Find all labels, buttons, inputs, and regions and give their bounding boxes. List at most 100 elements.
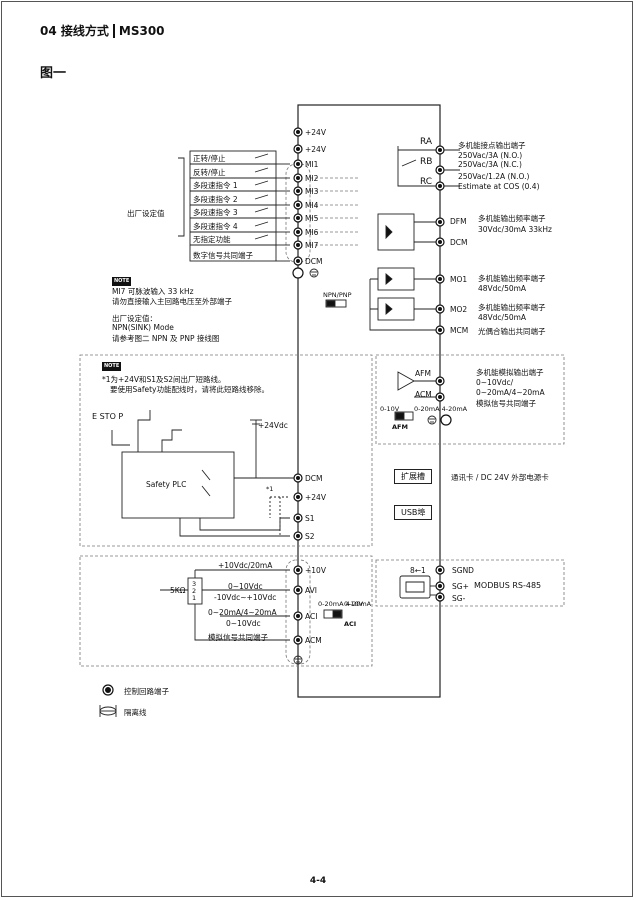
di-function-box	[189, 150, 277, 262]
note-line: 请勿直接输入主回路电压至外部端子	[112, 297, 232, 306]
mo1-desc: 48Vdc/50mA	[478, 284, 527, 293]
factory-line: 请参考图二 NPN 及 PNP 接线图	[112, 334, 220, 343]
terminal-label: ACM	[305, 636, 322, 645]
short-mark: *1	[266, 485, 274, 493]
terminal-label: MO2	[450, 305, 468, 314]
modbus-label: MODBUS RS-485	[474, 581, 542, 590]
terminal-label: MI5	[305, 214, 319, 223]
terminal-label: MI6	[305, 228, 319, 237]
terminal-label: MI7	[305, 241, 319, 250]
di-function-label: 反转/停止	[193, 168, 226, 177]
note-badge: NOTE	[112, 277, 132, 286]
aci-switch-right: 0-10V	[344, 600, 364, 608]
mo1-desc: 多机能输出频率端子	[478, 274, 546, 283]
factory-default-label: 出厂设定值	[127, 209, 165, 218]
terminal-label: DCM	[305, 257, 323, 266]
terminal-label: MO1	[450, 275, 468, 284]
page-number: 4-4	[309, 876, 327, 886]
pot-pin: 1	[192, 594, 197, 602]
ai-label: -10Vdc~+10Vdc	[214, 593, 277, 602]
relay-desc: 250Vac/1.2A (N.O.)	[458, 172, 530, 181]
afm-desc: 模拟信号共同端子	[476, 399, 536, 408]
rj45-pin-order: 8←1	[410, 566, 426, 575]
terminal-label: AVI	[305, 586, 317, 595]
factory-line: NPN(SINK) Mode	[112, 323, 174, 332]
estop-label: E STO P	[92, 412, 124, 421]
figure-title: 图一	[40, 66, 67, 81]
safety-box	[79, 354, 373, 547]
note-line: MI7 可脉波输入 33 kHz	[112, 287, 194, 296]
pot-pin: 3	[192, 580, 197, 588]
npn-pnp-switch-label: NPN/PNP	[323, 291, 352, 299]
pot-pin: 2	[192, 587, 197, 595]
ai-label: 0~10Vdc	[228, 582, 263, 591]
drive-body	[297, 104, 441, 698]
di-function-label: 正转/停止	[193, 154, 226, 163]
section-title: 04 接线方式	[40, 24, 109, 38]
safety-note-line: 要使用Safety功能配线时，请将此短路线移除。	[110, 385, 269, 394]
note-badge: NOTE	[102, 362, 122, 371]
relay-desc: 多机能接点输出端子	[458, 141, 526, 150]
terminal-label: RC	[420, 177, 433, 187]
afm-desc: 0~20mA/4~20mA	[476, 388, 545, 397]
terminal-label: DCM	[450, 238, 468, 247]
di-function-label: 无指定功能	[193, 235, 231, 244]
di-function-label: 多段速指令 4	[193, 222, 238, 231]
afm-switch-label: AFM	[392, 423, 408, 431]
di-function-label: 多段速指令 1	[193, 181, 238, 190]
terminal-label: +10V	[305, 566, 326, 575]
afm-desc: 多机能模拟输出端子	[476, 368, 544, 377]
afm-switch-left: 0-10V	[380, 405, 400, 413]
di-function-label: 多段速指令 3	[193, 208, 238, 217]
supply-label: +24Vdc	[258, 421, 288, 430]
terminal-label: S2	[305, 532, 315, 541]
terminal-label: DCM	[305, 474, 323, 483]
pot-label: 5KΩ	[170, 586, 186, 595]
afm-switch-right: 0-20mA 4-20mA	[414, 405, 468, 413]
factory-line: 出厂设定值：	[112, 314, 157, 323]
dfm-desc: 30Vdc/30mA 33kHz	[478, 225, 552, 234]
safety-plc-box	[121, 451, 235, 519]
terminal-label: DFM	[450, 217, 467, 226]
terminal-label: S1	[305, 514, 315, 523]
terminal-label: ACI	[305, 612, 318, 621]
ai-label: 0~10Vdc	[226, 619, 261, 628]
di-function-label: 多段速指令 2	[193, 195, 238, 204]
model-name: MS300	[112, 24, 165, 38]
terminal-label: MI4	[305, 201, 319, 210]
terminal-label: RA	[420, 137, 433, 147]
terminal-label: +24V	[305, 493, 326, 502]
ai-label: 0~20mA/4~20mA	[208, 608, 277, 617]
mo2-desc: 48Vdc/50mA	[478, 313, 527, 322]
dfm-desc: 多机能输出频率端子	[478, 214, 546, 223]
di-function-label: 数字信号共同端子	[193, 251, 253, 260]
safety-plc-label: Safety PLC	[146, 480, 187, 489]
legend-shield: 隔离线	[124, 708, 147, 717]
relay-desc: 250Vac/3A (N.C.)	[458, 160, 522, 169]
terminal-label: ACM	[415, 390, 432, 399]
terminal-label: MCM	[450, 326, 469, 335]
terminal-label: +24V	[305, 145, 326, 154]
relay-desc: Estimate at COS (0.4)	[458, 182, 540, 191]
mcm-desc: 光偶合输出共同端子	[478, 327, 546, 336]
usb-port: USB埠	[394, 505, 433, 520]
terminal-label: SGND	[452, 566, 474, 575]
mo2-desc: 多机能输出频率端子	[478, 303, 546, 312]
terminal-label: MI2	[305, 174, 319, 183]
terminal-label: MI1	[305, 160, 319, 169]
modbus-box	[375, 559, 565, 607]
afm-box	[375, 354, 565, 445]
aci-switch-left: 0-20mA 4-20mA	[318, 600, 372, 608]
expansion-slot: 扩展槽	[394, 469, 432, 484]
expansion-desc: 通讯卡 / DC 24V 外部电源卡	[451, 473, 549, 482]
aci-switch-label: ACI	[344, 620, 357, 628]
legend-terminal: 控制回路端子	[124, 687, 169, 696]
afm-desc: 0~10Vdc/	[476, 378, 514, 387]
terminal-label: SG+	[452, 582, 469, 591]
terminal-label: MI3	[305, 187, 319, 196]
analog-box	[79, 555, 373, 667]
safety-note-line: *1为+24V和S1及S2间出厂短路线。	[102, 375, 226, 384]
